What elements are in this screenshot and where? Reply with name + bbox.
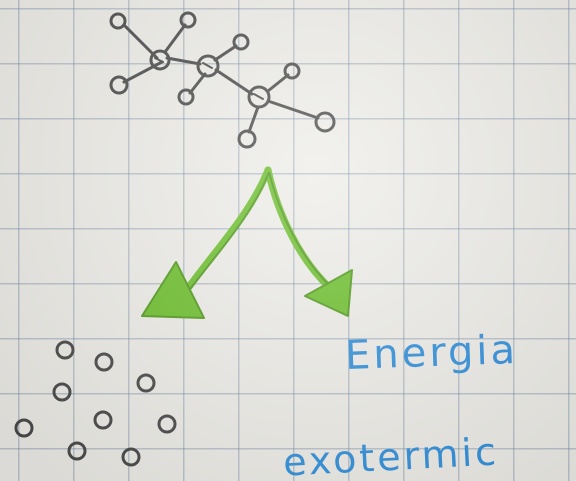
- energy-label: Energia: [344, 326, 519, 380]
- split-arrow: [141, 166, 353, 319]
- scattered-atoms: [14, 340, 177, 467]
- arrowhead-right: [304, 269, 353, 317]
- molecule-sketch: [109, 11, 336, 149]
- arrowhead-left: [141, 261, 205, 319]
